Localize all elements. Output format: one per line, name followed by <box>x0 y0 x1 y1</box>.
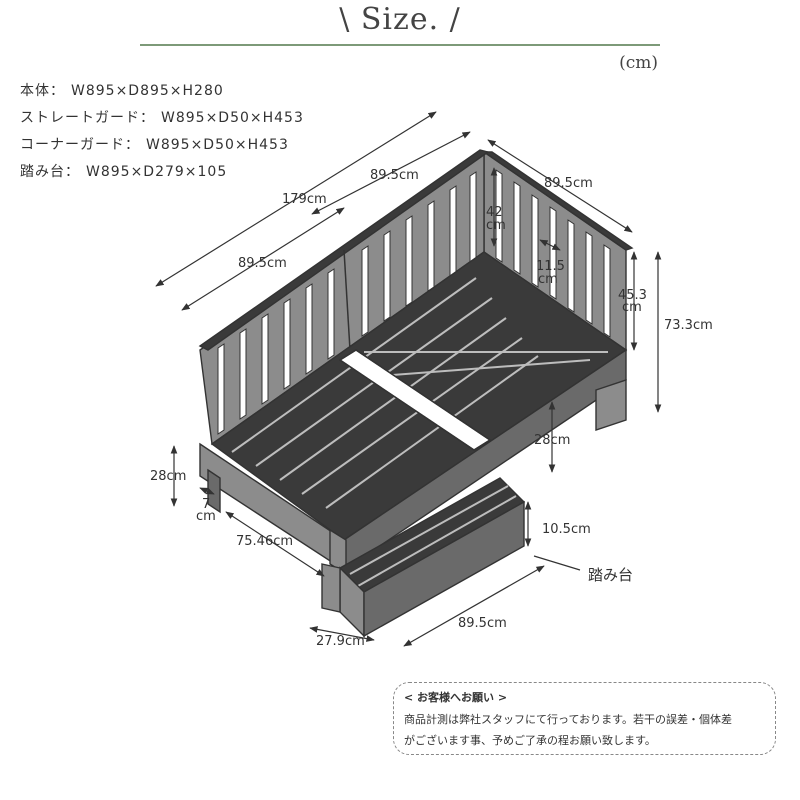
notice-line-1: 商品計測は弊社スタッフにて行っております。若干の誤差・個体差 <box>404 713 733 726</box>
dim-left-lower: 89.5cm <box>238 256 287 271</box>
dim-guard-height-b: cm <box>486 218 506 233</box>
dim-post-gap-b: cm <box>538 272 558 287</box>
dim-guard-right-b: cm <box>622 300 642 315</box>
title-divider <box>140 44 660 46</box>
dim-total-height: 73.3cm <box>664 318 713 333</box>
dim-leg-offset-b: cm <box>196 509 216 524</box>
dim-guard-height-a: 42 <box>486 205 503 220</box>
dim-total-length: 179cm <box>282 192 327 207</box>
notice-title: < お客様へお願い > <box>404 691 508 704</box>
dim-right-upper: 89.5cm <box>544 176 593 191</box>
spec-value: W895×D895×H280 <box>71 83 224 99</box>
spec-label: コーナーガード： <box>20 137 140 153</box>
dim-step-depth: 27.9cm <box>316 634 365 649</box>
dim-body-height-right: 28cm <box>534 433 570 448</box>
dim-diagonal-depth: 75.46cm <box>236 534 293 549</box>
unit-label: (cm) <box>619 53 658 73</box>
step-label: 踏み台 <box>588 566 633 584</box>
dim-guard-right-a: 45.3 <box>618 288 647 303</box>
dim-left-upper: 89.5cm <box>370 168 419 183</box>
dim-post-gap-a: 11.5 <box>536 259 565 274</box>
spec-label: 本体： <box>20 83 65 99</box>
spec-row-body: 本体： W895×D895×H280 <box>20 78 304 105</box>
dim-step-height: 10.5cm <box>542 522 591 537</box>
dim-step-width: 89.5cm <box>458 616 507 631</box>
dim-leg-offset-a: 7 <box>202 497 210 512</box>
dim-body-height-left: 28cm <box>150 469 186 484</box>
spec-label: 踏み台： <box>20 164 80 180</box>
dimension-labels: 179cm 89.5cm 89.5cm 89.5cm 42 cm 11.5 cm… <box>150 168 713 649</box>
page-title: \ Size. / <box>339 2 461 37</box>
customer-notice: < お客様へお願い > 商品計測は弊社スタッフにて行っております。若干の誤差・個… <box>393 682 776 755</box>
spec-label: ストレートガード： <box>20 110 155 126</box>
notice-line-2: がございます事、予めご了承の程お願い致します。 <box>404 734 656 747</box>
dimension-lines <box>155 111 662 647</box>
